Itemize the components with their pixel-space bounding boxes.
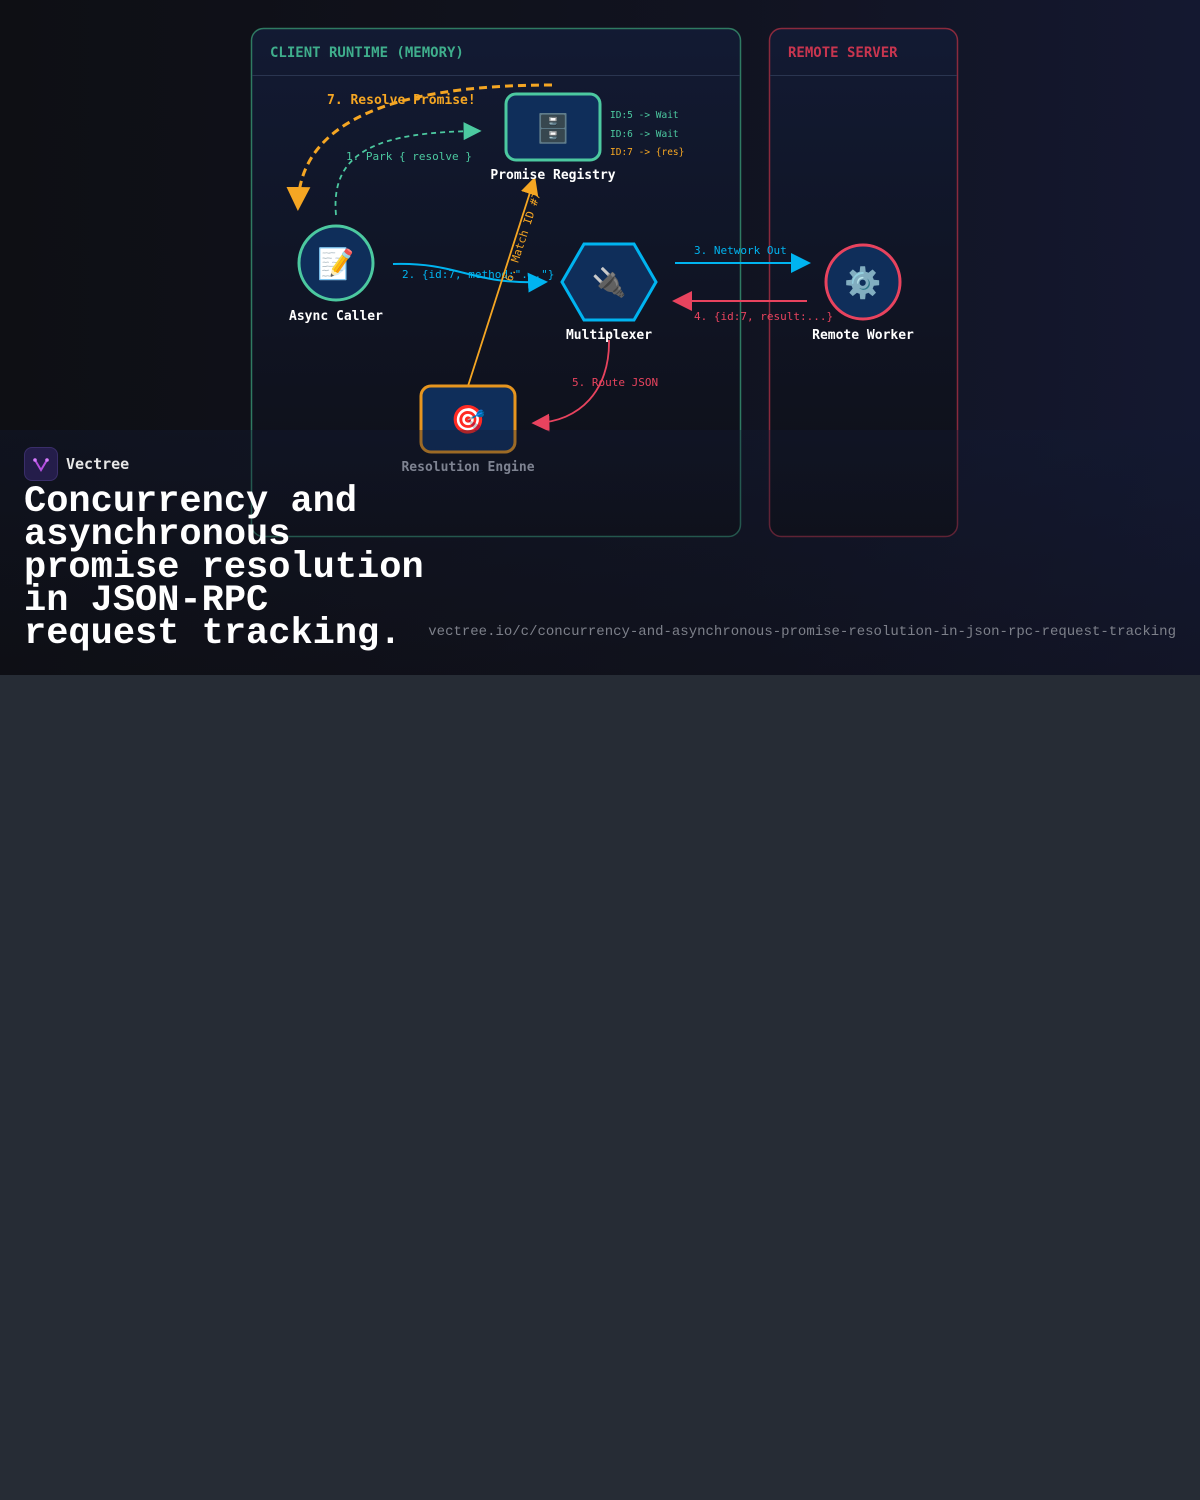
architecture-diagram: CLIENT RUNTIME (MEMORY) REMOTE SERVER 1.… <box>0 27 1200 675</box>
edge-label-7: 7. Resolve Promise! <box>327 93 476 108</box>
registry-entry: ID:7 -> {res} <box>610 147 684 158</box>
gear-icon: ⚙️ <box>844 265 881 301</box>
edge-request <box>392 262 548 293</box>
server-panel-title: REMOTE SERVER <box>788 45 898 61</box>
node-label: Remote Worker <box>812 328 914 343</box>
edge-label-2: 2. {id:7, method:"..."} <box>402 268 554 281</box>
vectree-logo-icon <box>24 447 58 481</box>
edge-route-json <box>531 339 610 432</box>
edge-label-5: 5. Route JSON <box>572 376 658 389</box>
plug-icon: 🔌 <box>592 266 627 299</box>
node-label: Promise Registry <box>490 168 615 183</box>
hero-banner: CLIENT RUNTIME (MEMORY) REMOTE SERVER 1.… <box>0 0 1200 675</box>
brand[interactable]: Vectree <box>24 447 129 481</box>
node-remote-worker[interactable]: ⚙️ Remote Worker <box>812 243 914 343</box>
node-promise-registry[interactable]: 🗄️ Promise Registry ID:5 -> Wait ID:6 ->… <box>490 92 684 183</box>
node-multiplexer[interactable]: 🔌 Multiplexer <box>560 242 658 343</box>
registry-entry: ID:5 -> Wait <box>610 110 679 121</box>
page-url[interactable]: vectree.io/c/concurrency-and-asynchronou… <box>428 624 1176 640</box>
node-label: Multiplexer <box>566 328 652 343</box>
client-panel-title: CLIENT RUNTIME (MEMORY) <box>270 45 464 61</box>
edge-label-3: 3. Network Out <box>694 244 787 257</box>
file-cabinet-icon: 🗄️ <box>536 112 571 145</box>
empty-background <box>0 675 1200 1500</box>
registry-entry: ID:6 -> Wait <box>610 129 679 140</box>
edge-park-resolve <box>334 122 482 216</box>
edge-label-4: 4. {id:7, result:...} <box>694 310 833 323</box>
edge-match-id <box>467 176 539 387</box>
memo-icon: 📝 <box>317 246 354 282</box>
client-runtime-panel: CLIENT RUNTIME (MEMORY) <box>250 27 742 538</box>
brand-name: Vectree <box>66 455 130 473</box>
page-title: Concurrency and asynchronous promise res… <box>24 481 424 655</box>
edge-resolve-promise <box>286 83 553 211</box>
node-label: Async Caller <box>289 309 383 324</box>
node-async-caller[interactable]: 📝 Async Caller <box>289 224 383 324</box>
edge-label-1: 1. Park { resolve } <box>346 150 472 163</box>
